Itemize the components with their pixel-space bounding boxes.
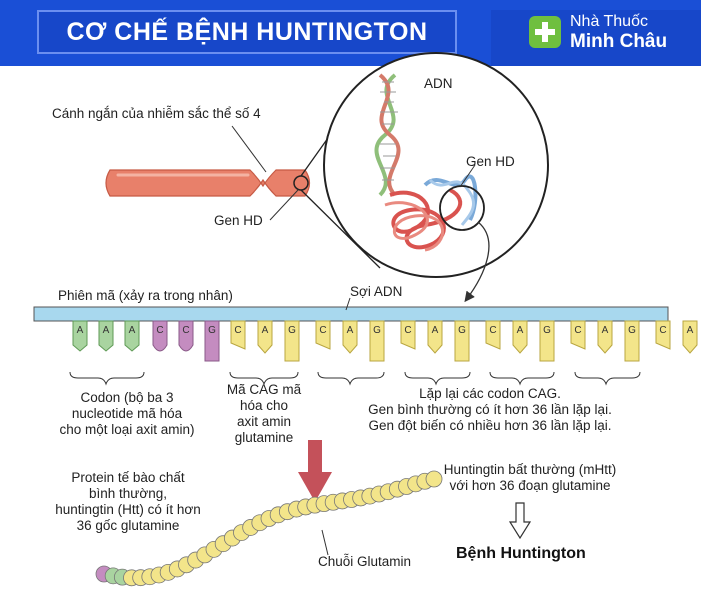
glutamine-bead — [425, 470, 443, 488]
abnormal-protein-description: Huntingtin bất thường (mHtt) với hơn 36 … — [443, 462, 617, 493]
codon-letter: A — [103, 325, 110, 336]
codon-letter: A — [262, 325, 269, 336]
codon-prong — [682, 320, 698, 354]
codon-prong — [427, 320, 443, 354]
gene-leader-line — [269, 189, 299, 221]
repeat-description: Lặp lại các codon CAG. Gen bình thường c… — [368, 386, 612, 433]
codon-letter: A — [432, 325, 439, 336]
codon-prongs: AAACCGCAGCAGCAGCAGCAGCAG — [72, 320, 698, 362]
codon-prong — [284, 320, 300, 362]
gen-hd-label: Gen HD — [214, 213, 263, 228]
codon-letter: C — [319, 325, 326, 336]
codon-prong — [257, 320, 273, 354]
strand-arrow — [464, 221, 490, 303]
codon-prong — [624, 320, 640, 362]
codon-letter: G — [373, 325, 381, 336]
codon-letter: A — [517, 325, 524, 336]
page-title: CƠ CHẾ BỆNH HUNTINGTON — [66, 18, 428, 46]
codon-prong — [454, 320, 470, 362]
gen-hd-zoom-label: Gen HD — [466, 154, 515, 169]
codon-letter: G — [628, 325, 636, 336]
codon-prong — [315, 320, 331, 350]
chain-leader — [321, 529, 329, 556]
glutamine-chain — [95, 470, 443, 587]
title-box: CƠ CHẾ BỆNH HUNTINGTON — [37, 10, 457, 54]
down-arrow-outline — [508, 502, 532, 540]
codon-prong — [597, 320, 613, 354]
codon-prong — [400, 320, 416, 350]
codon-prong — [230, 320, 246, 350]
codon-prong — [152, 320, 168, 352]
codon-letter: A — [77, 325, 84, 336]
codon-prong — [570, 320, 586, 350]
logo-box — [491, 10, 701, 66]
cag-description: Mã CAG mã hóa cho axit amin glutamine — [226, 382, 302, 445]
codon-prong — [204, 320, 220, 362]
codon-prong — [72, 320, 88, 352]
codon-letter: A — [687, 325, 694, 336]
transcription-label: Phiên mã (xảy ra trong nhân) — [58, 288, 233, 303]
codon-letter: C — [659, 325, 666, 336]
gene-zoom-circle — [439, 185, 485, 231]
codon-letter: C — [489, 325, 496, 336]
codon-letter: A — [602, 325, 609, 336]
disease-label: Bệnh Huntington — [456, 545, 586, 562]
glutamine-chain-label: Chuỗi Glutamin — [318, 554, 412, 569]
codon-letter: G — [208, 325, 216, 336]
codon-letter: G — [288, 325, 296, 336]
codon-prong — [512, 320, 528, 354]
codon-description: Codon (bộ ba 3 nucleotide mã hóa cho một… — [59, 390, 195, 437]
codon-letter: C — [234, 325, 241, 336]
normal-protein-description: Protein tế bào chất bình thường, hunting… — [55, 470, 201, 533]
codon-prong — [369, 320, 385, 362]
dna-strand-label: Sợi ADN — [350, 284, 403, 299]
arm-leader-line — [231, 125, 267, 173]
logo-text-line1: Nhà Thuốc — [570, 13, 648, 30]
codon-letter: C — [156, 325, 163, 336]
codon-letter: G — [543, 325, 551, 336]
plus-cross-icon — [529, 16, 561, 48]
logo-text-line2: Minh Châu — [570, 31, 668, 52]
codon-letter: G — [458, 325, 466, 336]
codon-prong — [98, 320, 114, 352]
gen-hd-zoom-leader — [459, 164, 476, 188]
codon-letter: A — [347, 325, 354, 336]
dna-strand-bar — [33, 306, 669, 322]
codon-prong — [124, 320, 140, 352]
codon-letter: C — [182, 325, 189, 336]
codon-prong — [655, 320, 671, 350]
codon-letter: C — [404, 325, 411, 336]
codon-braces — [69, 371, 641, 386]
codon-prong — [539, 320, 555, 362]
codon-letter: C — [574, 325, 581, 336]
chromosome-arm-label: Cánh ngắn của nhiễm sắc thể số 4 — [52, 106, 261, 121]
codon-prong — [178, 320, 194, 352]
codon-prong — [342, 320, 358, 354]
zoom-circle — [323, 52, 549, 278]
codon-prong — [485, 320, 501, 350]
chromosome — [105, 169, 311, 197]
codon-letter: A — [129, 325, 136, 336]
adn-label: ADN — [424, 76, 453, 91]
down-arrow-red — [298, 440, 332, 502]
zoom-line-bottom — [300, 189, 381, 269]
